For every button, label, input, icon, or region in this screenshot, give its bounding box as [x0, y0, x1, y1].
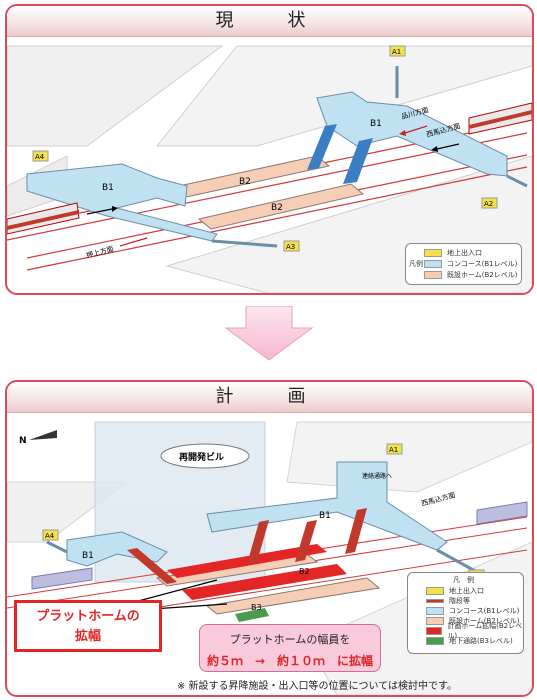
current-state-panel: 現 状: [5, 4, 534, 295]
level-b3-label: B3: [251, 603, 262, 612]
train-left: [7, 202, 80, 235]
exit-a3-tag: [283, 240, 300, 252]
exit-passage: [436, 548, 478, 574]
existing-platform-lower: [197, 183, 365, 230]
track-line: [26, 166, 528, 271]
exit-passage: [211, 239, 278, 248]
north-arrow: [29, 430, 57, 440]
legend-text: 既設ホーム(B2レベル): [449, 616, 520, 625]
legend-text: コンコース(B1レベル): [447, 259, 518, 268]
concourse-right: [316, 91, 508, 177]
level-b2-lower-label: B2: [271, 203, 283, 213]
link-passage-label: 連絡通路へ: [362, 472, 392, 480]
exit-a2-label: A2: [484, 200, 493, 208]
building-label-bubble: [160, 443, 250, 469]
legend-text: 階段等: [449, 596, 470, 605]
legend-text: 地上出入口: [449, 586, 484, 595]
callout-line1: プラットホームの: [36, 609, 140, 624]
exit-a4-label: A4: [35, 153, 45, 161]
underground-passage-b3: [235, 608, 269, 622]
exit-a3-label: A3: [286, 243, 295, 251]
stairs-red: [127, 508, 367, 584]
exit-a2-tag: [481, 197, 498, 209]
legend-text: コンコース(B1レベル): [449, 606, 520, 615]
stairs-blue: [307, 124, 373, 184]
direction-arrow: [436, 143, 460, 150]
existing-platform: [205, 577, 381, 615]
direction-arrow: [404, 125, 428, 134]
legend-row: 階段等: [426, 596, 470, 605]
footnote: ※ 新設する昇降施設・出入口等の位置については検討中です。: [177, 681, 458, 692]
legend-text: 地上出入口: [447, 248, 482, 257]
concourse-right: [206, 461, 448, 551]
legend-row: 地下通路(B3レベル): [426, 636, 513, 645]
direction-arrow-head: [112, 206, 118, 212]
legend-row: コンコース(B1レベル): [424, 259, 517, 268]
direction-arrow: [86, 208, 113, 215]
concourse-left: [26, 163, 218, 242]
train-right: [468, 102, 532, 135]
city-block: [7, 45, 224, 147]
legend-text: 地下通路(B3レベル): [449, 636, 513, 645]
legend-text: 計画ホーム拡幅(B2レベル): [447, 621, 523, 640]
current-state-title: 現 状: [7, 6, 532, 37]
legend-row: コンコース(B1レベル): [426, 606, 519, 615]
direction-nishimagome-label: 西馬込方面: [420, 490, 456, 508]
info-line2: 約５ｍ → 約１０ｍ に拡幅: [206, 654, 374, 668]
exit-a1-tag: [386, 443, 403, 455]
planned-platform-widening: [182, 564, 347, 600]
info-line1: プラットホームの幅員を: [229, 633, 351, 646]
exit-a1-label: A1: [389, 446, 398, 454]
level-b2-upper-label: B2: [239, 177, 251, 187]
level-b1-left-label: B1: [82, 551, 94, 561]
north-label: N: [19, 436, 27, 446]
direction-oshiage-label: 押上方面: [85, 244, 114, 260]
direction-arrow-head: [431, 146, 438, 152]
legend-row: 既設ホーム(B2レベル): [424, 270, 518, 279]
callout-line2: 拡幅: [74, 629, 101, 644]
train-left: [31, 567, 93, 590]
legend-heading: 凡例: [409, 260, 423, 268]
level-b1-right-label: B1: [319, 511, 331, 521]
legend-row: 既設ホーム(B2レベル): [426, 616, 520, 625]
plan-legend: 凡 例 地上出入口 階段等 コンコース(B1レベル) 既設ホーム(B2レベル) …: [407, 572, 524, 654]
legend-row: 地上出入口: [426, 586, 484, 595]
legend-row: 計画ホーム拡幅(B2レベル): [426, 622, 523, 640]
exit-passage: [506, 174, 528, 188]
widening-callout: プラットホームの 拡幅: [14, 600, 162, 652]
exit-a1-label: A1: [392, 48, 401, 56]
exit-passage: [46, 540, 68, 554]
level-b2-label: B2: [299, 567, 310, 576]
exit-a4-tag: [42, 529, 59, 541]
current-legend: 凡例 地上出入口 コンコース(B1レベル) 既設ホーム(B2レベル): [405, 243, 522, 285]
exit-a4-label: A4: [45, 532, 55, 540]
plan-title: 計 画: [7, 382, 532, 413]
train-right: [476, 501, 528, 525]
direction-arrow: [119, 237, 148, 247]
exit-a4-tag: [32, 150, 49, 162]
city-block: [286, 421, 532, 493]
transition-arrow: [224, 306, 314, 361]
direction-arrow-head: [399, 130, 406, 136]
exit-a1-tag: [389, 45, 406, 57]
planned-platform-widening: [167, 544, 327, 578]
building-label: 再開発ビル: [179, 451, 224, 463]
level-b1-right-label: B1: [370, 119, 382, 129]
legend-heading: 凡 例: [453, 576, 474, 584]
level-b1-left-label: B1: [102, 183, 114, 193]
legend-text: 既設ホーム(B2レベル): [447, 270, 518, 279]
widening-info-box: プラットホームの幅員を 約５ｍ → 約１０ｍ に拡幅: [199, 624, 381, 672]
legend-row: 地上出入口: [424, 248, 482, 257]
